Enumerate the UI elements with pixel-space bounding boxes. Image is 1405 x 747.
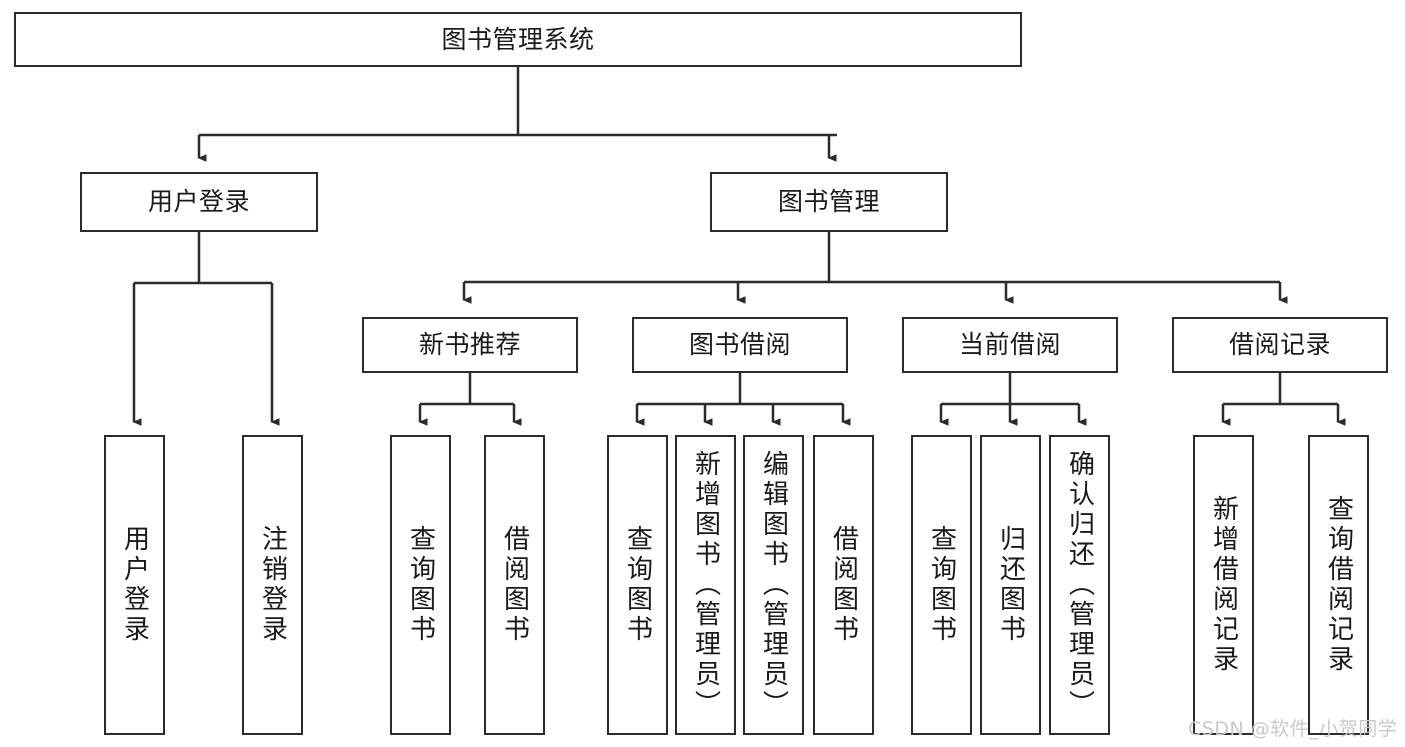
node-label: 图书借阅 [688,330,791,360]
node-book-management[interactable]: 图书管理 [710,172,948,232]
leaf-current-borrow-query-book[interactable]: 查询图书 [911,435,972,735]
leaf-borrow-record-add-record[interactable]: 新增借阅记录 [1193,435,1254,735]
node-label: 查询图书 [926,525,957,645]
node-label: 借阅图书 [499,525,530,645]
node-label: 新增借阅记录 [1208,495,1239,675]
node-label: 注销登录 [257,525,288,645]
leaf-book-borrow-edit-book-admin[interactable]: 编辑图书（管理员） [743,435,804,735]
node-new-book-recommend[interactable]: 新书推荐 [362,317,578,373]
node-current-borrow[interactable]: 当前借阅 [902,317,1118,373]
node-label: 用户登录 [147,187,250,217]
leaf-user-login-logout[interactable]: 注销登录 [242,435,303,735]
node-label: 借阅图书 [828,525,859,645]
leaf-current-borrow-return-book[interactable]: 归还图书 [980,435,1041,735]
leaf-book-borrow-borrow-book[interactable]: 借阅图书 [813,435,874,735]
leaf-new-book-borrow-book[interactable]: 借阅图书 [484,435,545,735]
csdn-watermark: CSDN @软件_小贺同学 [1188,718,1398,740]
node-borrow-record[interactable]: 借阅记录 [1172,317,1388,373]
node-label: 新增图书（管理员） [690,450,721,720]
node-label: 编辑图书（管理员） [758,450,789,720]
node-label: 归还图书 [995,525,1026,645]
leaf-new-book-query-book[interactable]: 查询图书 [390,435,451,735]
node-book-borrow[interactable]: 图书借阅 [632,317,848,373]
node-label: 图书管理系统 [441,24,595,54]
node-label: 借阅记录 [1228,330,1331,360]
leaf-current-borrow-confirm-return-admin[interactable]: 确认归还（管理员） [1049,435,1110,735]
node-label: 确认归还（管理员） [1064,450,1095,720]
node-root-system[interactable]: 图书管理系统 [14,12,1022,67]
leaf-book-borrow-add-book-admin[interactable]: 新增图书（管理员） [675,435,736,735]
node-label: 当前借阅 [958,330,1061,360]
node-label: 新书推荐 [418,330,521,360]
node-label: 查询图书 [405,525,436,645]
leaf-book-borrow-query-book[interactable]: 查询图书 [607,435,668,735]
node-label: 查询借阅记录 [1323,495,1354,675]
node-label: 图书管理 [777,187,880,217]
leaf-borrow-record-query-record[interactable]: 查询借阅记录 [1308,435,1369,735]
node-label: 用户登录 [119,525,150,645]
node-user-login[interactable]: 用户登录 [80,172,318,232]
leaf-user-login-login[interactable]: 用户登录 [104,435,165,735]
node-label: 查询图书 [622,525,653,645]
